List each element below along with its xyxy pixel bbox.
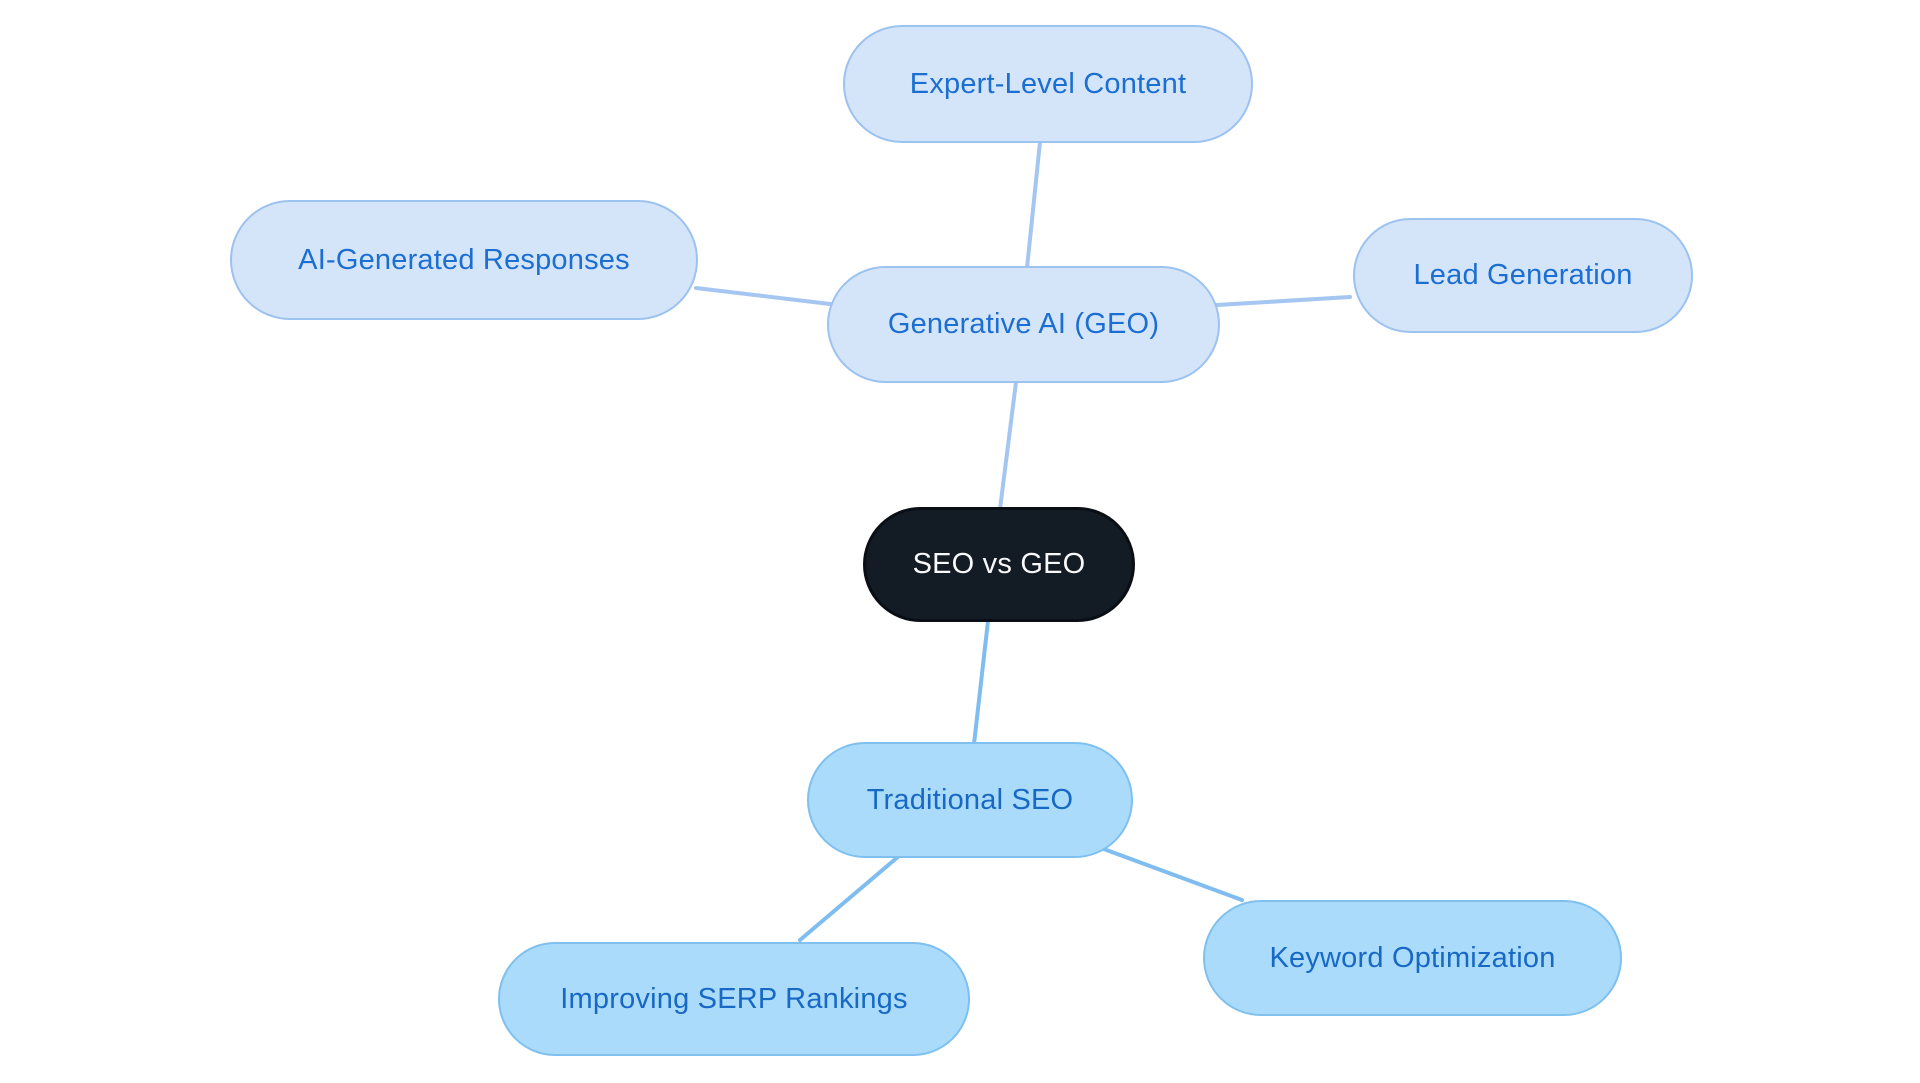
node-lead-generation[interactable]: Lead Generation	[1353, 218, 1693, 333]
edge-root-to-traditional	[972, 619, 990, 746]
node-keyword-optimization[interactable]: Keyword Optimization	[1203, 900, 1622, 1016]
node-generative-ai-geo[interactable]: Generative AI (GEO)	[827, 266, 1220, 383]
node-root-seo-vs-geo[interactable]: SEO vs GEO	[863, 507, 1135, 622]
edge-expert-to-generative	[1025, 140, 1042, 270]
node-traditional-seo[interactable]: Traditional SEO	[807, 742, 1133, 858]
edge-traditional-to-serp	[798, 854, 901, 942]
node-label: Expert-Level Content	[909, 67, 1187, 100]
node-label: Traditional SEO	[866, 783, 1074, 816]
node-expert-level-content[interactable]: Expert-Level Content	[843, 25, 1253, 143]
edge-traditional-to-keyword	[1099, 846, 1244, 902]
edge-generative-to-lead	[1215, 295, 1352, 307]
node-label: Lead Generation	[1413, 259, 1633, 291]
node-label: AI-Generated Responses	[298, 243, 630, 276]
node-ai-generated-responses[interactable]: AI-Generated Responses	[230, 200, 698, 320]
node-label: Generative AI (GEO)	[887, 308, 1160, 340]
node-improving-serp-rankings[interactable]: Improving SERP Rankings	[498, 942, 970, 1056]
node-label: Improving SERP Rankings	[560, 982, 908, 1015]
node-label: Keyword Optimization	[1269, 941, 1556, 974]
edge-airesponses-to-generative	[694, 286, 832, 306]
edge-generative-to-root	[998, 380, 1018, 511]
node-label: SEO vs GEO	[912, 548, 1086, 580]
